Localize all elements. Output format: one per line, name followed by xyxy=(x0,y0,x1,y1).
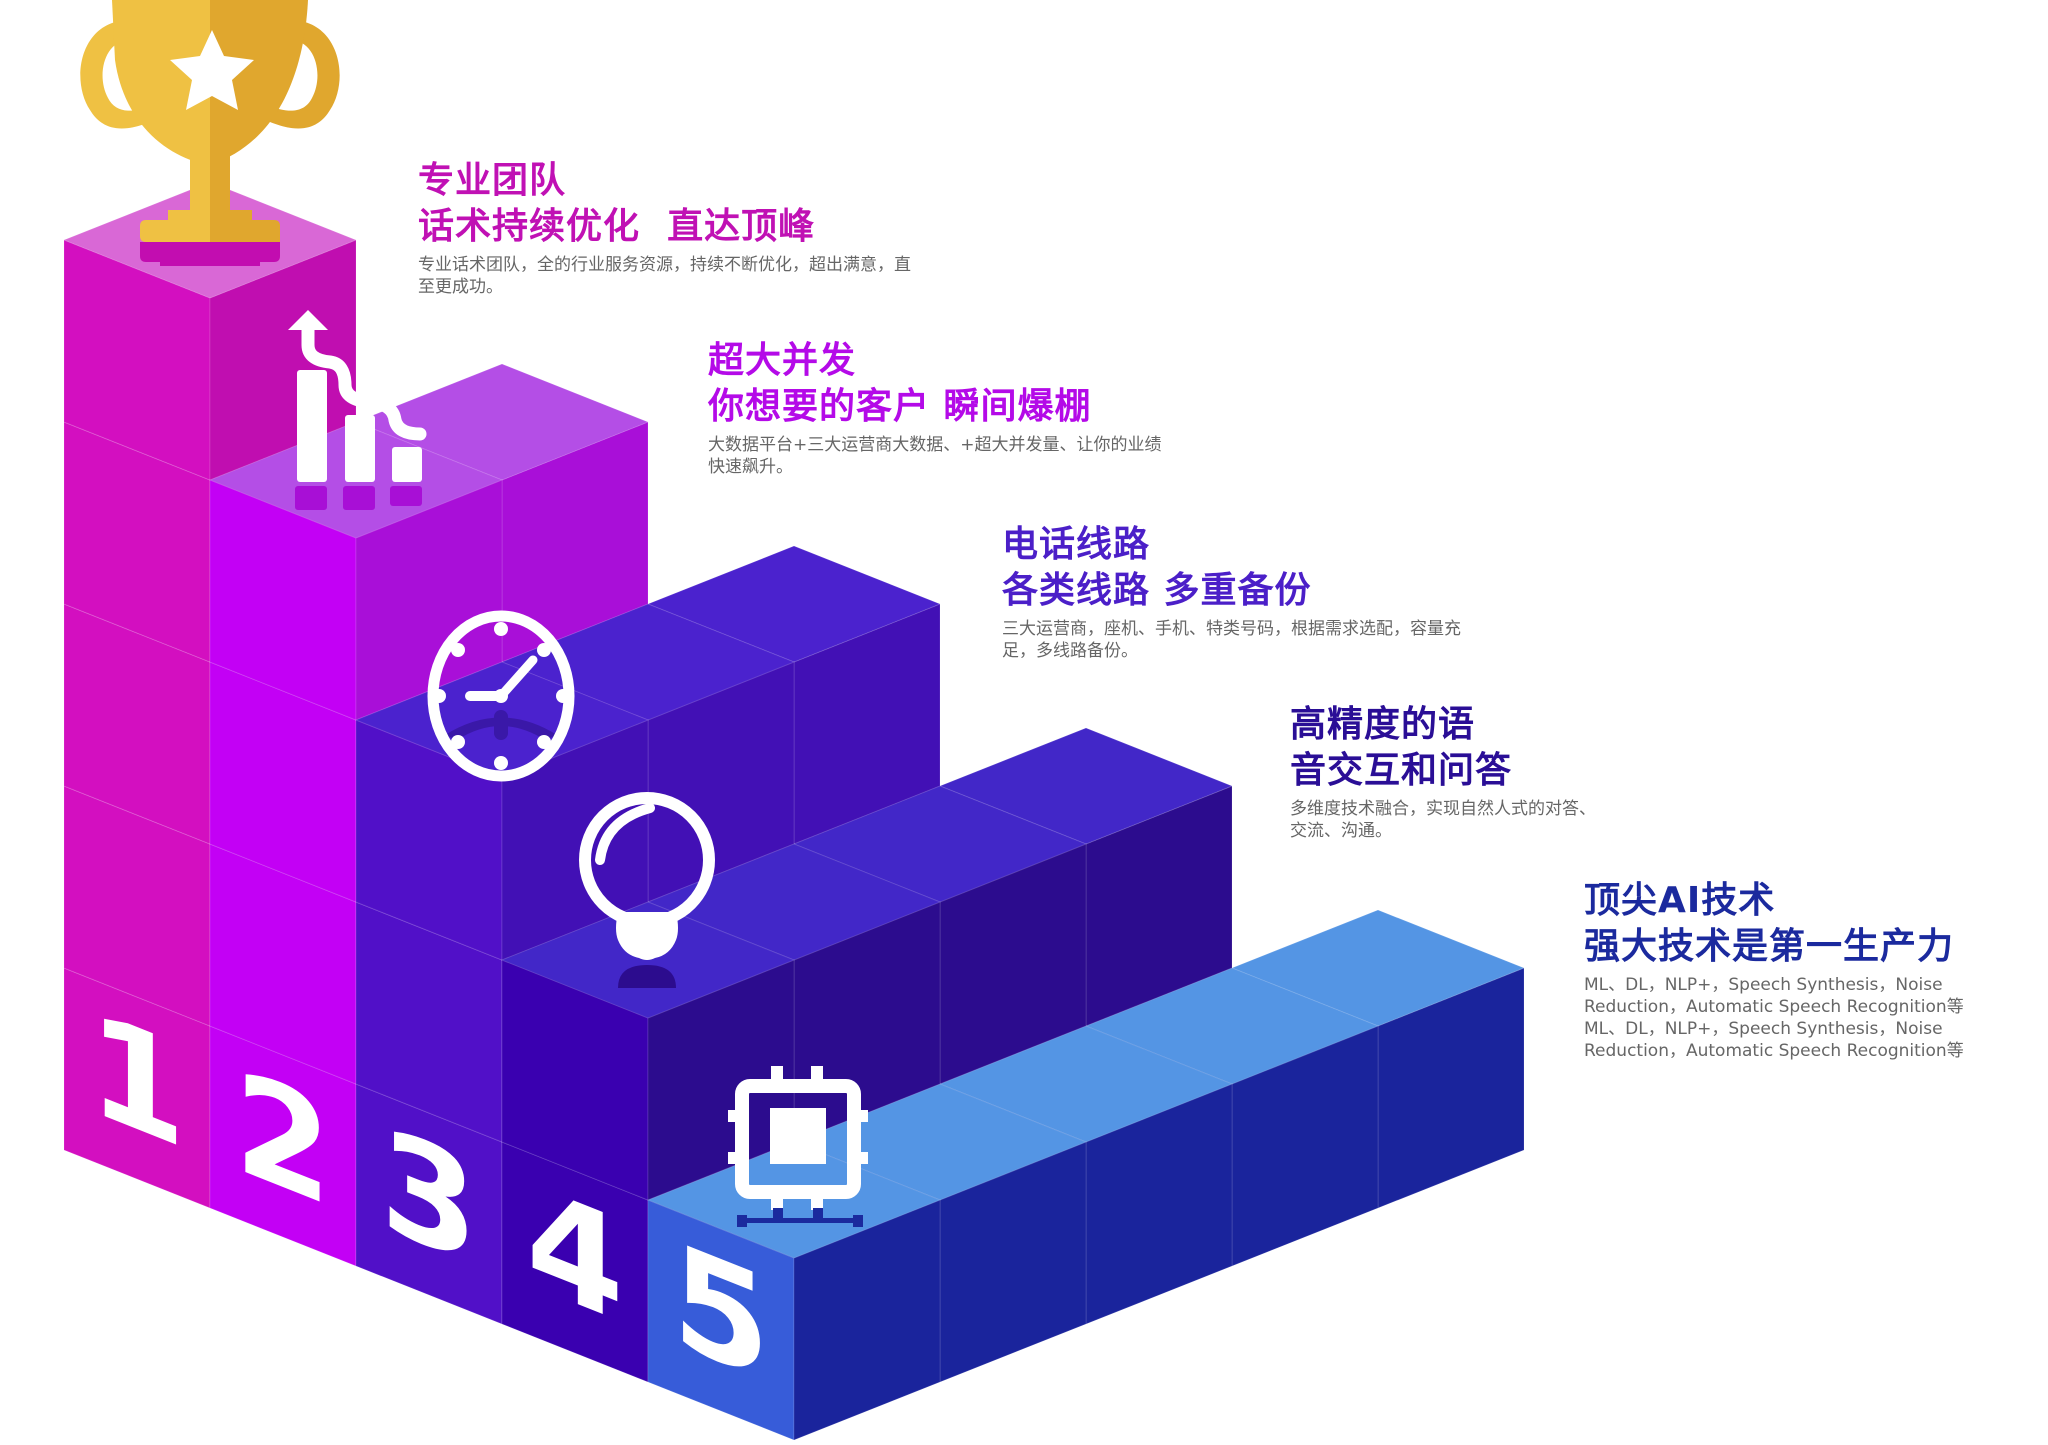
trophy-icon xyxy=(80,0,340,266)
step-1-title-line1: 专业团队 xyxy=(418,160,567,201)
step-2-text: 超大并发 你想要的客户 瞬间爆棚 大数据平台+三大运营商大数据、+超大并发量、让… xyxy=(708,338,1168,478)
step-4-description: 多维度技术融合，实现自然人式的对答、交流、沟通。 xyxy=(1290,799,1596,841)
chip-icon xyxy=(728,1066,868,1227)
clock-icon xyxy=(427,610,575,782)
step-4-text: 高精度的语 音交互和问答 多维度技术融合，实现自然人式的对答、交流、沟通。 xyxy=(1290,702,1610,842)
step-1-title-line2: 话术持续优化 直达顶峰 xyxy=(418,206,816,247)
step-3-text: 电话线路 各类线路 多重备份 三大运营商，座机、手机、特类号码，根据需求选配，容… xyxy=(1002,522,1472,662)
step-number-5: 5 xyxy=(672,1213,769,1414)
step-3-title-line2: 各类线路 多重备份 xyxy=(1002,570,1312,611)
step-2-title-line1: 超大并发 xyxy=(708,340,857,381)
step-1-description: 专业话术团队，全的行业服务资源，持续不断优化，超出满意，直至更成功。 xyxy=(418,255,911,297)
step-4-title-line1: 高精度的语 xyxy=(1290,704,1476,745)
growth-chart-icon xyxy=(288,310,427,510)
step-number-2: 2 xyxy=(234,1039,331,1240)
step-5-title-line1: 顶尖AI技术 xyxy=(1584,880,1776,921)
step-2-title-line2: 你想要的客户 瞬间爆棚 xyxy=(708,386,1092,427)
step-5-description: ML、DL，NLP+，Speech Synthesis，Noise Reduct… xyxy=(1584,975,1964,1061)
step-number-4: 4 xyxy=(526,1155,623,1356)
step-3-title-line1: 电话线路 xyxy=(1002,524,1151,565)
step-2-description: 大数据平台+三大运营商大数据、+超大并发量、让你的业绩快速飙升。 xyxy=(708,435,1162,477)
step-4-title-line2: 音交互和问答 xyxy=(1290,750,1513,791)
lightbulb-icon xyxy=(579,792,715,988)
step-3-description: 三大运营商，座机、手机、特类号码，根据需求选配，容量充足，多线路备份。 xyxy=(1002,619,1461,661)
step-number-1: 1 xyxy=(88,981,185,1182)
step-icons xyxy=(80,0,868,1227)
step-number-3: 3 xyxy=(380,1097,477,1298)
step-5-title-line2: 强大技术是第一生产力 xyxy=(1584,926,1955,967)
step-5-text: 顶尖AI技术 强大技术是第一生产力 ML、DL，NLP+，Speech Synt… xyxy=(1584,878,1984,1062)
step-4-top-face xyxy=(500,901,796,1019)
step-1-text: 专业团队 话术持续优化 直达顶峰 专业话术团队，全的行业服务资源，持续不断优化，… xyxy=(418,158,918,298)
